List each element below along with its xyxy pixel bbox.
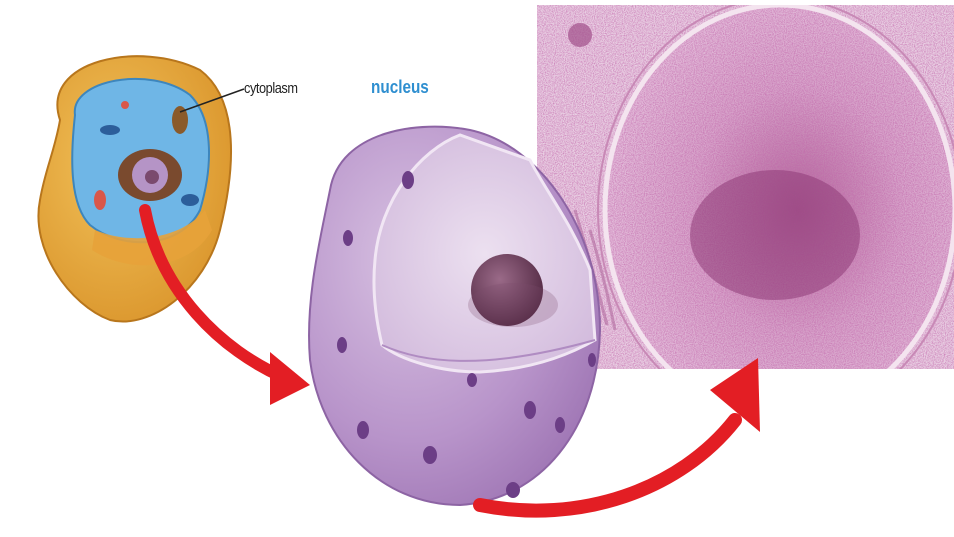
nucleus-label: nucleus	[371, 77, 429, 98]
cytoplasm-label: cytoplasm	[244, 80, 298, 97]
animal-cell-illustration	[38, 56, 244, 321]
electron-micrograph	[537, 0, 954, 422]
